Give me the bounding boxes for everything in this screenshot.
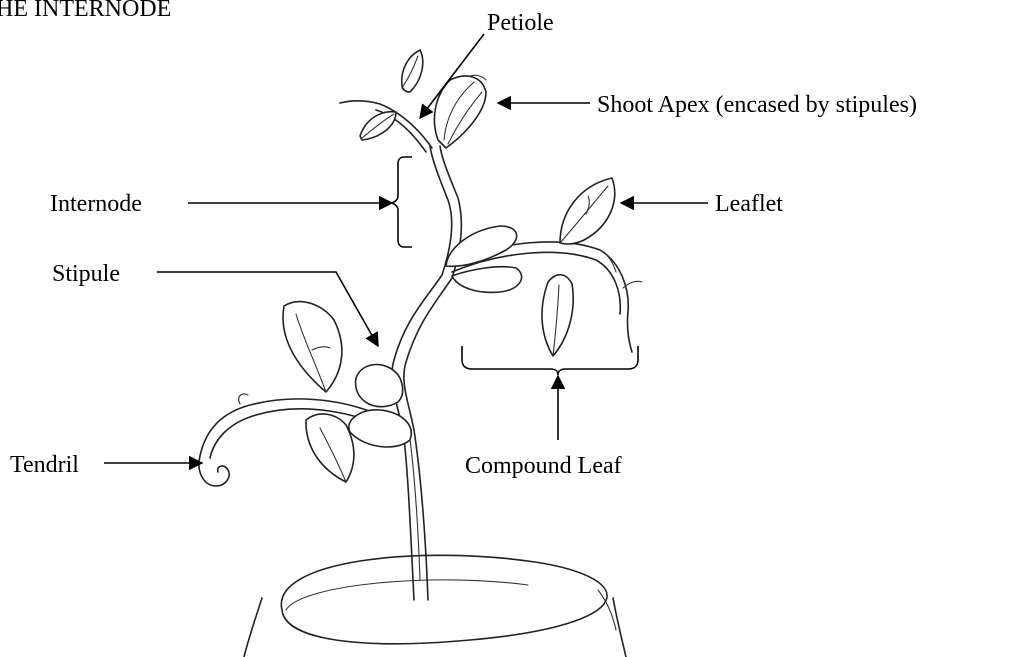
- label-tendril: Tendril: [10, 452, 79, 478]
- header-fragment: HE INTERNODE: [0, 0, 171, 22]
- internode-bracket: [390, 157, 412, 247]
- lower-leaves: [283, 302, 354, 482]
- main-stem: [392, 146, 461, 600]
- label-internode: Internode: [50, 191, 142, 217]
- shoot-top: [340, 50, 486, 152]
- label-compound-leaf: Compound Leaf: [465, 453, 622, 479]
- compound-leaf-branch: [448, 178, 642, 356]
- plant-sketch: [199, 50, 642, 657]
- upper-stipules: [446, 226, 522, 292]
- label-petiole: Petiole: [487, 10, 554, 36]
- pot: [244, 555, 626, 657]
- label-leaflet: Leaflet: [715, 191, 783, 217]
- stipule-pointer: [157, 272, 378, 346]
- lower-stipules: [349, 365, 411, 447]
- label-shoot-apex: Shoot Apex (encased by stipules): [597, 92, 917, 118]
- label-stipule: Stipule: [52, 261, 120, 287]
